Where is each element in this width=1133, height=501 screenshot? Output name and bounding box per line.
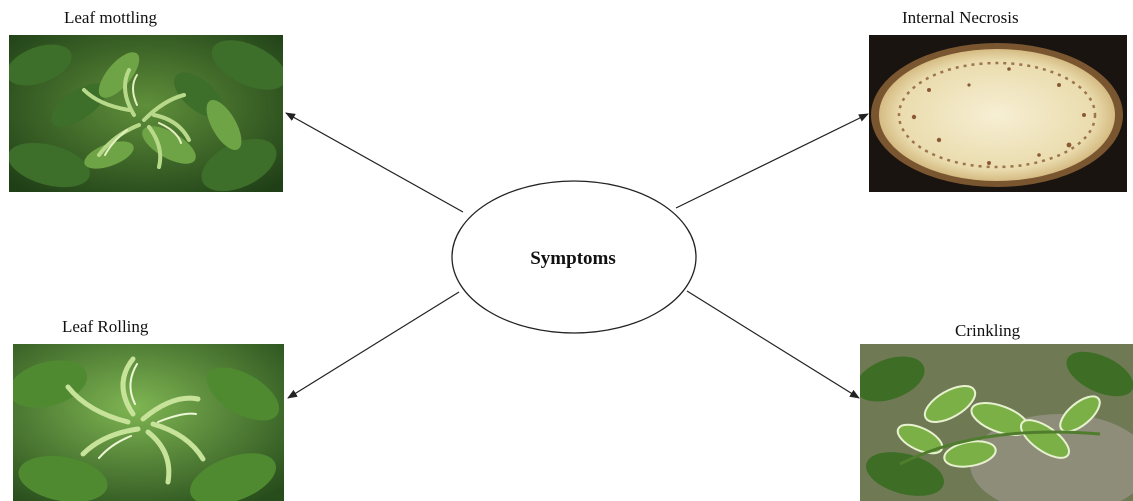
- symptoms-label: Symptoms: [530, 248, 616, 269]
- arrow-to-internal-necrosis: [676, 114, 868, 208]
- arrow-to-leaf-mottling: [286, 113, 463, 212]
- arrow-to-crinkling: [687, 291, 859, 398]
- arrow-to-leaf-rolling: [288, 292, 459, 398]
